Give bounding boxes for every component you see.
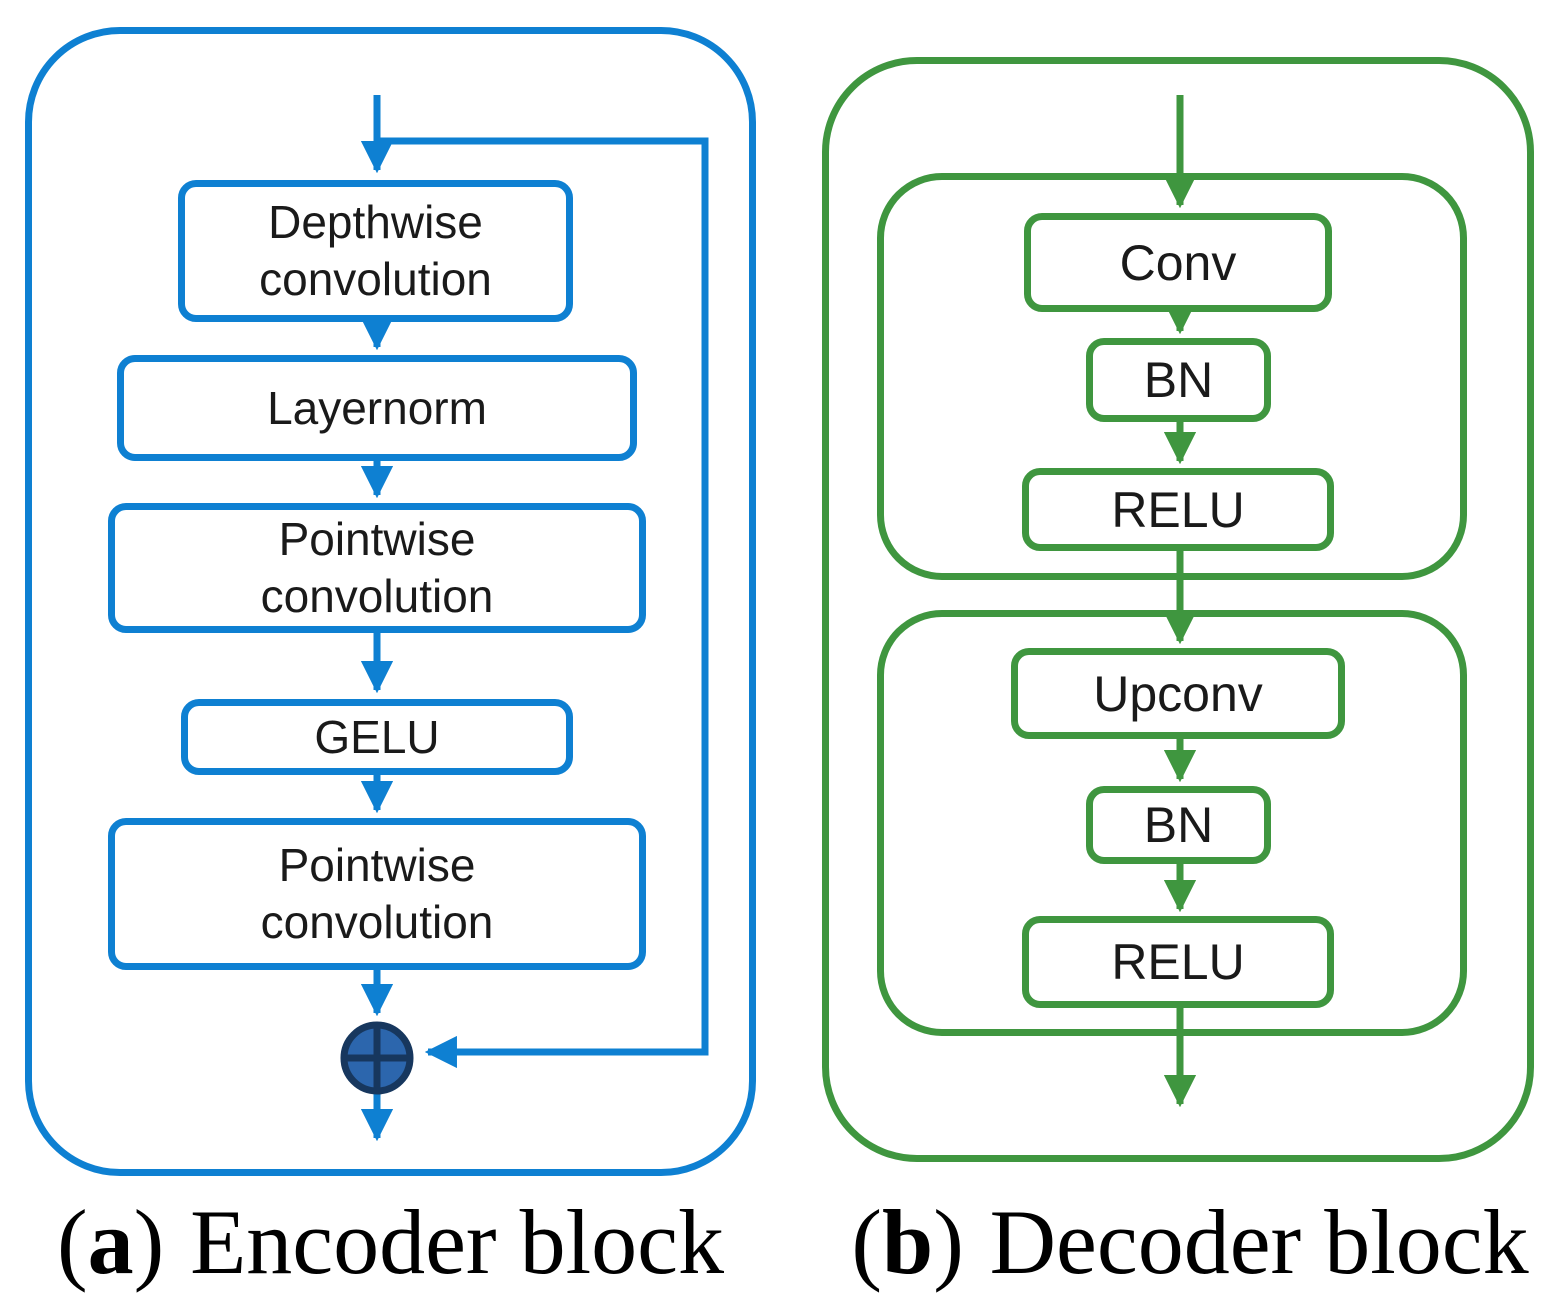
caption-encoder: (a)Encoder block xyxy=(25,1196,756,1288)
caption-letter: b xyxy=(882,1191,934,1293)
encoder-box-depthwise-conv: Depthwise convolution xyxy=(178,180,573,322)
box-label-line: Pointwise xyxy=(278,839,476,891)
caption-close-paren: ) xyxy=(133,1191,165,1293)
caption-decoder: (b)Decoder block xyxy=(822,1196,1558,1288)
box-label-line: RELU xyxy=(1111,481,1245,538)
box-label-line: BN xyxy=(1143,352,1214,408)
decoder-box-bn-1: BN xyxy=(1086,338,1271,422)
decoder-box-conv: Conv xyxy=(1024,213,1332,312)
decoder-box-bn-2: BN xyxy=(1086,786,1271,864)
box-label-line: RELU xyxy=(1111,934,1245,990)
decoder-box-upconv: Upconv xyxy=(1011,648,1345,739)
decoder-outer-frame xyxy=(822,57,1534,1162)
box-label-line: convolution xyxy=(260,896,494,948)
box-label-line: Depthwise xyxy=(268,196,483,248)
encoder-box-gelu: GELU xyxy=(181,699,573,775)
caption-label: Encoder block xyxy=(190,1191,724,1293)
caption-open-paren: ( xyxy=(57,1191,88,1293)
box-label-line: convolution xyxy=(259,253,492,305)
box-label-line: Conv xyxy=(1119,234,1237,291)
decoder-box-relu-2: RELU xyxy=(1022,916,1334,1008)
decoder-box-relu-1: RELU xyxy=(1022,468,1334,551)
caption-open-paren: ( xyxy=(851,1191,883,1293)
encoder-outer-frame xyxy=(25,27,756,1176)
encoder-box-layernorm: Layernorm xyxy=(117,355,637,461)
encoder-box-pointwise-conv-2: Pointwise convolution xyxy=(108,818,646,970)
caption-close-paren: ) xyxy=(933,1191,964,1293)
caption-label: Decoder block xyxy=(989,1191,1529,1293)
encoder-box-pointwise-conv-1: Pointwise convolution xyxy=(108,503,646,633)
box-label-line: Pointwise xyxy=(278,513,476,565)
box-label-line: BN xyxy=(1143,797,1214,853)
box-label-line: Upconv xyxy=(1093,665,1263,722)
box-label-line: GELU xyxy=(314,710,440,763)
caption-letter: a xyxy=(87,1191,134,1293)
box-label-line: convolution xyxy=(260,570,494,622)
box-label-line: Layernorm xyxy=(267,381,487,434)
